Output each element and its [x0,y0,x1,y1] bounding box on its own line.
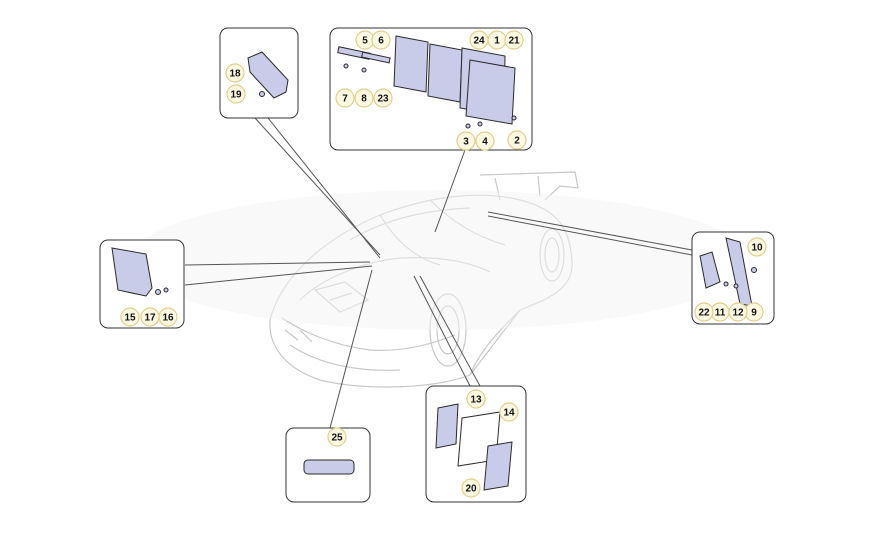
callout-15: 15 [120,307,140,327]
callout-circle [507,130,527,150]
ground-shadow [130,190,750,330]
callout-1: 1 [487,30,507,50]
callout-number: 25 [331,433,343,444]
callout-number: 2 [514,136,520,147]
screw-16 [163,287,169,293]
callout-3: 3 [456,131,476,151]
callout-7: 7 [335,88,355,108]
washer-17 [155,289,161,295]
screw-7 [343,63,349,69]
strip-6 [361,51,391,64]
callout-circle [504,30,524,50]
callout-circle [466,389,486,409]
callout-number: 23 [377,94,389,105]
ecu-23 [393,35,429,93]
callout-number: 19 [230,90,242,101]
callout-circle [747,237,767,257]
callout-25: 25 [327,427,347,447]
callout-23: 23 [373,88,393,108]
callout-number: 14 [503,408,515,419]
callout-number: 10 [751,243,763,254]
module-18 [247,51,289,99]
ecu-24 [427,43,463,103]
module-20 [483,441,513,491]
callout-number: 20 [465,484,477,495]
screw-3 [465,123,471,129]
callout-6: 6 [371,30,391,50]
callout-circle [226,84,246,104]
callout-circle [120,307,140,327]
callout-16: 16 [158,307,178,327]
callout-22: 22 [694,302,714,322]
screw-12 [733,283,739,289]
callout-5: 5 [355,30,375,50]
screw-4 [477,121,483,127]
callout-number: 16 [162,313,174,324]
module-25 [303,459,355,475]
callout-circle [475,131,495,151]
callout-19: 19 [226,84,246,104]
module-22 [699,251,721,289]
ecu-21 [465,59,516,125]
module-13 [435,403,459,449]
leader-lines [184,117,693,429]
callout-8: 8 [354,88,374,108]
callout-circle [456,131,476,151]
callout-number: 9 [751,308,757,319]
callout-20: 20 [461,478,481,498]
callout-number: 24 [473,36,485,47]
callout-11: 11 [710,302,730,322]
callout-circle [335,88,355,108]
callout-circle [694,302,714,322]
callout-circle [327,427,347,447]
callout-12: 12 [728,302,748,322]
callout-18: 18 [225,63,245,83]
callout-number: 17 [144,313,156,324]
callout-number: 18 [229,69,241,80]
part-drawings [111,35,757,491]
callout-number: 7 [342,94,348,105]
callout-17: 17 [140,307,160,327]
callout-circle [371,30,391,50]
callout-14: 14 [499,402,519,422]
callout-circle [461,478,481,498]
callout-number: 6 [378,36,384,47]
callout-circle [225,63,245,83]
callout-circle [499,402,519,422]
screw-11 [723,281,729,287]
callout-13: 13 [466,389,486,409]
callout-number: 15 [124,313,136,324]
callout-number: 11 [715,308,726,319]
callout-circle [469,30,489,50]
callout-2: 2 [507,130,527,150]
callout-number: 12 [732,308,744,319]
callout-10: 10 [747,237,767,257]
callout-number: 4 [482,137,488,148]
screw-8 [361,67,367,73]
callout-circle [373,88,393,108]
screw-19 [259,91,265,97]
screw-10 [751,267,757,273]
callout-circle [728,302,748,322]
callout-21: 21 [504,30,524,50]
callout-circle [354,88,374,108]
callout-number: 21 [508,36,520,47]
callout-number: 3 [463,137,469,148]
screw-2 [511,115,517,121]
callout-circle [140,307,160,327]
callout-9: 9 [744,302,764,322]
callout-number: 8 [361,94,367,105]
callout-24: 24 [469,30,489,50]
callout-number: 22 [698,308,710,319]
callout-4: 4 [475,131,495,151]
module-15 [111,247,153,297]
callout-number: 13 [470,395,482,406]
callout-number: 5 [362,36,368,47]
callout-number: 1 [494,36,500,47]
